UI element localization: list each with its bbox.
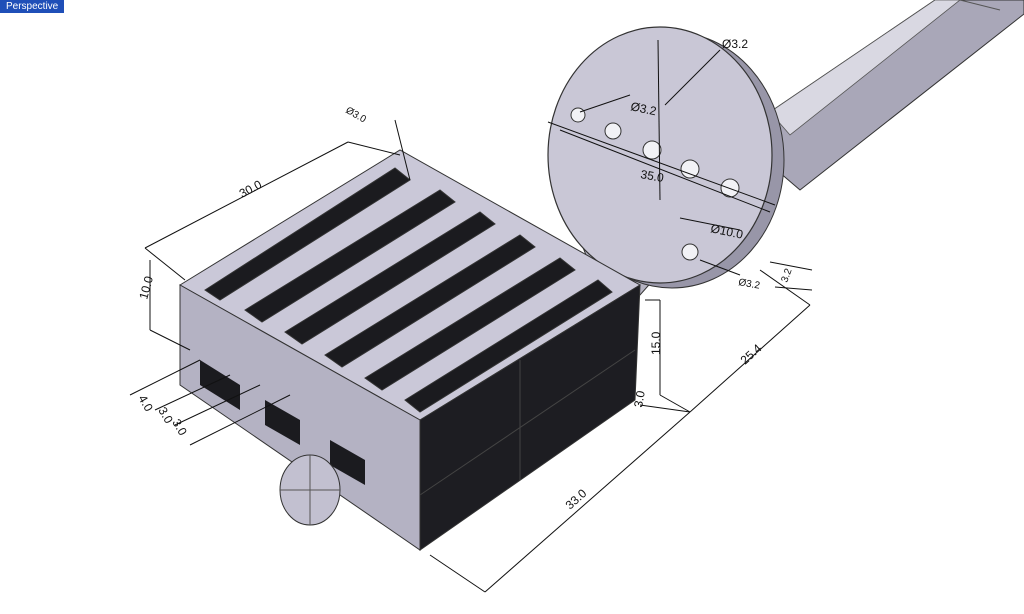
dim-hole-d3: Ø3.0 [344, 105, 369, 126]
dim-shaft-d10: Ø10.0 [709, 221, 744, 242]
flange-disc [547, 26, 785, 289]
dim-slot-4: 4.0 [135, 393, 156, 415]
dim-length-30: 30.0 [237, 177, 264, 200]
dim-disc-thick: 3.2 [779, 267, 794, 284]
dim-disc-hole-row: Ø3.2 [629, 99, 658, 118]
dimension-lines [129, 49, 813, 593]
dim-length-25-4: 25.4 [738, 341, 765, 367]
viewport-title-tab[interactable]: Perspective [0, 0, 65, 13]
dim-disc-hole-top: Ø3.2 [722, 37, 748, 51]
dim-disc-diameter: 35.0 [639, 167, 665, 185]
dim-height-10: 10.0 [136, 274, 156, 300]
dim-offset-3: 3.0 [631, 389, 648, 408]
dim-disc-hole-low: Ø3.2 [737, 277, 761, 292]
dim-length-33: 33.0 [563, 486, 590, 512]
comb-block [179, 149, 641, 551]
dim-height-15: 15.0 [649, 331, 663, 355]
